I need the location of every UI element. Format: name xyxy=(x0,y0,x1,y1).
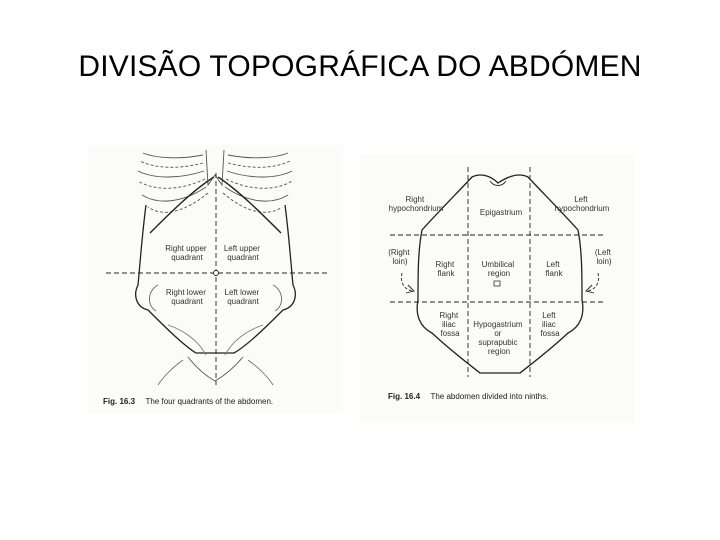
four-quadrants-drawing: Right upper quadrant Left upper quadrant… xyxy=(103,149,328,408)
label-right-upper-quadrant: Right upper quadrant xyxy=(165,244,209,262)
label-left-hypochondrium: Left hypochondrium xyxy=(555,195,610,213)
abdomen-outline xyxy=(135,204,296,386)
abdomen-outline xyxy=(416,174,584,374)
label-hypogastrium: Hypogastrium or suprapubic region xyxy=(473,320,525,356)
umbilicus-marker xyxy=(213,270,219,276)
figure-four-quadrants: Right upper quadrant Left upper quadrant… xyxy=(88,145,343,413)
figure-abdomen-ninths: Right hypochondrium Epigastrium Left hyp… xyxy=(360,155,635,423)
slide-title: DIVISÃO TOPOGRÁFICA DO ABDÓMEN xyxy=(78,50,642,83)
costal-margin xyxy=(149,176,282,234)
label-left-upper-quadrant: Left upper quadrant xyxy=(224,244,262,262)
label-left-flank: Left flank xyxy=(546,260,564,278)
region-lines xyxy=(390,167,605,377)
label-right-lower-quadrant: Right lower quadrant xyxy=(166,288,208,306)
label-right-loin: (Right loin) xyxy=(388,248,412,266)
caption-abdomen-ninths: Fig. 16.4 The abdomen divided into ninth… xyxy=(388,386,548,403)
label-left-lower-quadrant: Left lower quadrant xyxy=(225,288,262,306)
label-left-loin: (Left loin) xyxy=(595,248,613,266)
label-right-iliac-fossa: Right iliac fossa xyxy=(440,311,461,338)
label-left-iliac-fossa: Left iliac fossa xyxy=(540,311,560,338)
umbilicus-marker xyxy=(493,280,501,287)
quadrant-lines xyxy=(106,173,328,385)
rib-cage xyxy=(137,149,293,213)
abdomen-ninths-drawing: Right hypochondrium Epigastrium Left hyp… xyxy=(388,167,613,403)
caption-four-quadrants: Fig. 16.3 The four quadrants of the abdo… xyxy=(103,391,273,408)
label-right-flank: Right flank xyxy=(436,260,457,278)
label-umbilical-region: Umbilical region xyxy=(482,260,517,278)
label-epigastrium: Epigastrium xyxy=(480,208,523,217)
loin-arrows xyxy=(401,272,599,294)
label-right-hypochondrium: Right hypochondrium xyxy=(389,195,444,213)
